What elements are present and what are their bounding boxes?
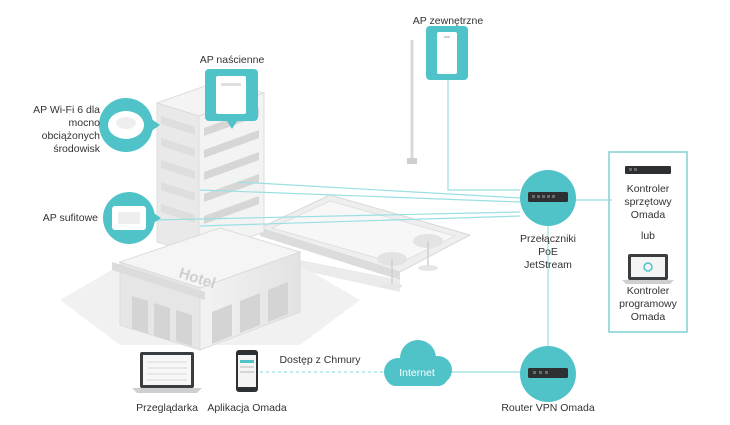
- hardware-controller-icon: [625, 166, 671, 174]
- outdoor-ap-callout: [426, 26, 468, 80]
- label-browser: Przeglądarka: [136, 402, 198, 414]
- umbrella-2: [377, 252, 407, 289]
- wall-ap-callout: [205, 69, 258, 129]
- router-icon: [520, 346, 576, 402]
- software-controller-icon: [622, 254, 674, 284]
- label-internet: Internet: [399, 367, 435, 379]
- umbrella-1: [413, 234, 443, 271]
- wifi6-ap-callout: [99, 98, 160, 152]
- label-sw-controller: Kontroler programowy Omada: [619, 285, 677, 323]
- poe-switch-icon: [520, 170, 576, 226]
- hotel-podium: [112, 227, 302, 351]
- connection-lines: [152, 80, 612, 373]
- internet-cloud-icon: [384, 340, 452, 386]
- pole-foot: [407, 158, 417, 164]
- browser-laptop-icon: [132, 352, 202, 393]
- label-poe-switch: Przełączniki PoE JetStream: [519, 233, 577, 271]
- label-ap-wall: AP naścienne: [199, 54, 265, 66]
- label-hw-controller: Kontroler sprzętowy Omada: [624, 183, 672, 221]
- label-or: lub: [640, 230, 655, 242]
- label-router: Router VPN Omada: [501, 402, 595, 414]
- label-ap-outdoor: AP zewnętrzne: [412, 15, 484, 27]
- label-app: Aplikacja Omada: [207, 402, 287, 414]
- label-ap-wifi6: AP Wi-Fi 6 dla mocno obciążonych środowi…: [33, 104, 100, 155]
- phone-icon: [236, 350, 258, 392]
- ceiling-ap-callout: [103, 192, 161, 244]
- controller-box: [608, 151, 688, 333]
- label-ap-ceiling: AP sufitowe: [42, 212, 98, 224]
- label-cloud-access: Dostęp z Chmury: [279, 354, 361, 366]
